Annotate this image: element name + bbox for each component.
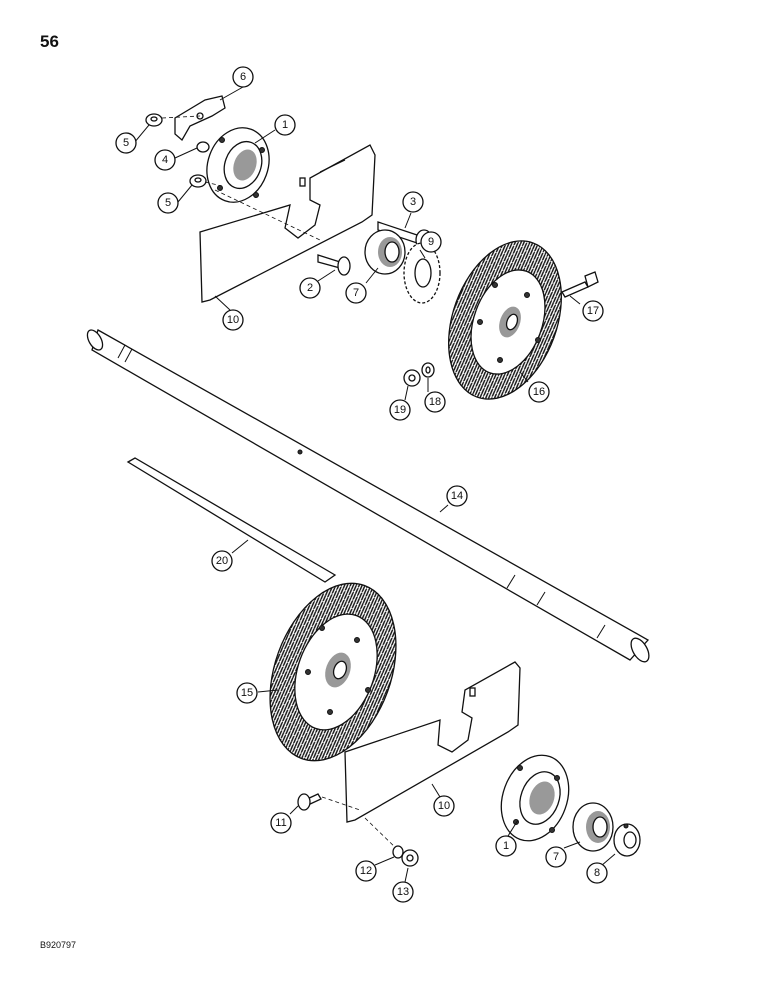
- svg-text:16: 16: [533, 386, 545, 398]
- callout-7-lower: 7: [545, 846, 567, 868]
- stripper-disc-lower: [269, 582, 397, 762]
- sprocket-part: [403, 242, 441, 304]
- svg-text:3: 3: [410, 196, 416, 208]
- callout-19: 19: [389, 399, 411, 421]
- locking-collar: [613, 823, 641, 857]
- callout-20: 20: [211, 550, 233, 572]
- nut-part-13: [401, 849, 419, 867]
- svg-text:7: 7: [353, 287, 359, 299]
- nut-part-lower: [189, 174, 207, 188]
- svg-text:20: 20: [216, 555, 228, 567]
- key-part: [126, 457, 337, 583]
- washer-part-upper: [196, 141, 210, 153]
- bolt-part-17: [561, 271, 599, 298]
- callout-3: 3: [402, 191, 424, 213]
- svg-text:2: 2: [307, 282, 313, 294]
- bolt-part-11: [297, 793, 322, 811]
- bearing-flange-lower: [500, 754, 570, 842]
- callout-18: 18: [424, 391, 446, 413]
- svg-text:17: 17: [587, 305, 599, 317]
- callout-11: 11: [270, 812, 292, 834]
- page-number: 56: [40, 32, 59, 51]
- nut-part-upper: [145, 113, 163, 127]
- svg-text:19: 19: [394, 404, 406, 416]
- callout-1-upper: 1: [274, 114, 296, 136]
- callout-13: 13: [392, 881, 414, 903]
- svg-text:1: 1: [282, 119, 288, 131]
- callout-2: 2: [299, 277, 321, 299]
- callout-16: 16: [528, 381, 550, 403]
- callout-5-upper: 5: [115, 132, 137, 154]
- svg-text:1: 1: [503, 840, 509, 852]
- bearing-flange-upper: [206, 127, 270, 203]
- bearing-upper: [364, 229, 406, 275]
- callout-9: 9: [420, 231, 442, 253]
- callout-17: 17: [582, 300, 604, 322]
- svg-text:4: 4: [162, 154, 168, 166]
- callout-10-lower: 10: [433, 795, 455, 817]
- callout-1-lower: 1: [495, 835, 517, 857]
- callout-15: 15: [236, 682, 258, 704]
- svg-text:6: 6: [240, 71, 246, 83]
- svg-text:9: 9: [428, 236, 434, 248]
- carriage-bolt-part-2: [317, 254, 351, 276]
- stripper-disc-upper: [448, 240, 562, 400]
- callout-4: 4: [154, 149, 176, 171]
- callout-12: 12: [355, 860, 377, 882]
- leader-lines: [133, 86, 616, 883]
- callout-8: 8: [586, 862, 608, 884]
- svg-text:5: 5: [165, 197, 171, 209]
- washer-part-18: [421, 362, 435, 378]
- callout-6: 6: [232, 66, 254, 88]
- washer-part-12: [392, 845, 404, 859]
- bracket-part: [174, 95, 226, 142]
- svg-text:11: 11: [275, 817, 286, 829]
- shaft-part: [86, 329, 650, 663]
- svg-text:10: 10: [227, 314, 239, 326]
- callout-10-upper: 10: [222, 309, 244, 331]
- side-plate-lower: [344, 661, 521, 823]
- svg-text:7: 7: [553, 851, 559, 863]
- svg-text:13: 13: [397, 886, 409, 898]
- svg-text:5: 5: [123, 137, 129, 149]
- side-plate-upper: [199, 144, 376, 303]
- callout-7-upper: 7: [345, 282, 367, 304]
- svg-text:10: 10: [438, 800, 450, 812]
- nut-part-19: [403, 369, 421, 387]
- svg-text:18: 18: [429, 396, 441, 408]
- callout-14: 14: [446, 485, 468, 507]
- reference-code: B920797: [40, 940, 77, 950]
- callout-5-lower: 5: [157, 192, 179, 214]
- svg-text:8: 8: [594, 867, 600, 879]
- bearing-lower: [572, 802, 614, 852]
- svg-text:15: 15: [241, 687, 253, 699]
- svg-text:12: 12: [360, 865, 372, 877]
- svg-text:14: 14: [451, 490, 463, 502]
